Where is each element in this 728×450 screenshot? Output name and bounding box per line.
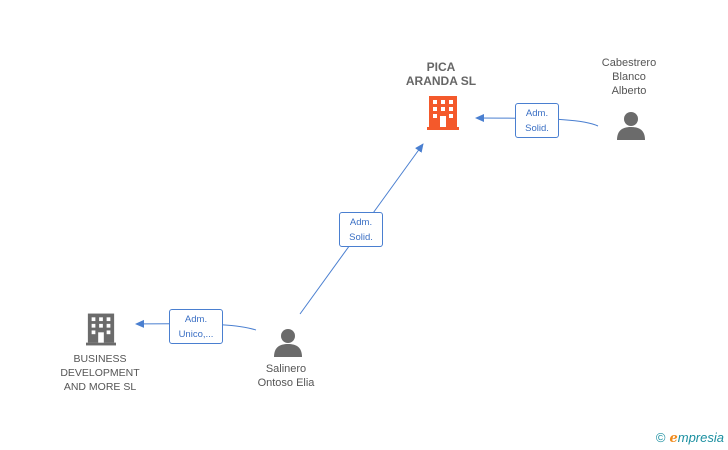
node-label-business[interactable]: BUSINESS DEVELOPMENT AND MORE SL xyxy=(48,352,152,394)
building-icon[interactable] xyxy=(86,313,116,346)
edge-label-line: Solid. xyxy=(349,232,373,243)
node-label-line: DEVELOPMENT xyxy=(60,367,140,379)
edge-label-line: Adm. xyxy=(184,314,208,325)
node-label-line: Salinero xyxy=(265,363,307,375)
node-label-cabestrero[interactable]: Cabestrero Blanco Alberto xyxy=(579,56,679,98)
node-label-pica[interactable]: PICA ARANDA SL xyxy=(391,60,491,88)
brand-name: mpresia xyxy=(677,430,724,445)
person-icon[interactable] xyxy=(274,327,302,357)
node-label-line: Cabestrero xyxy=(601,57,657,69)
node-label-line: Blanco xyxy=(612,71,646,83)
node-label-line: Alberto xyxy=(611,85,647,97)
edge-label-line: Unico,... xyxy=(178,329,214,340)
edge-label-line: Adm. xyxy=(349,217,373,228)
node-label-line: AND MORE SL xyxy=(63,381,137,393)
node-label-line: BUSINESS xyxy=(73,353,127,365)
node-label-line: ARANDA SL xyxy=(405,74,477,88)
node-label-line: Ontoso Elia xyxy=(257,377,315,389)
node-label-salinero[interactable]: Salinero Ontoso Elia xyxy=(236,362,336,390)
person-icon[interactable] xyxy=(617,110,645,140)
edge-label-line: Solid. xyxy=(525,123,549,134)
edge-label-cabestrero-pica[interactable]: Adm. Solid. xyxy=(515,103,559,138)
node-label-line: PICA xyxy=(426,60,456,74)
brand-initial: e xyxy=(669,431,678,446)
building-icon[interactable] xyxy=(427,96,459,130)
brand-watermark: ©empresia xyxy=(656,430,724,446)
edge-label-salinero-pica[interactable]: Adm. Solid. xyxy=(339,212,383,247)
edge-cabestrero-pica xyxy=(475,114,599,127)
edge-label-line: Adm. xyxy=(525,108,549,119)
copyright-icon: © xyxy=(655,430,666,445)
edge-label-salinero-business[interactable]: Adm. Unico,... xyxy=(169,309,223,344)
